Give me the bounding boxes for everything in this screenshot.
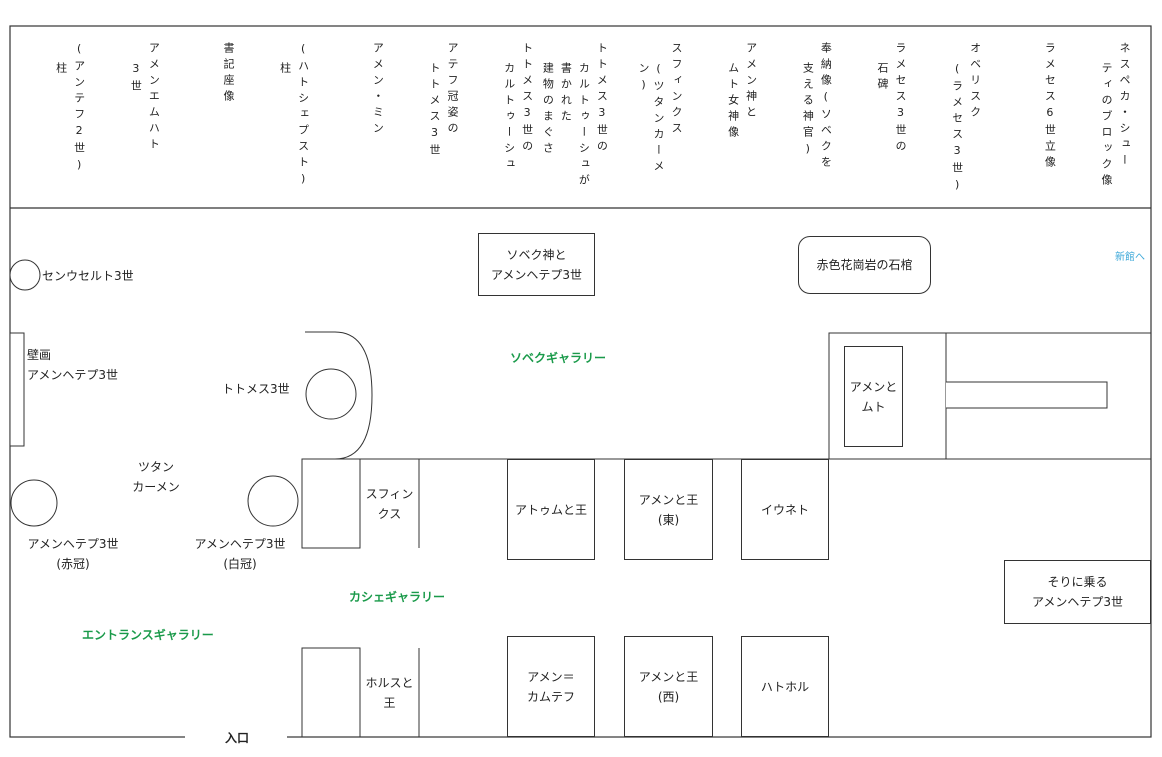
thutmose-statue [305,368,357,420]
top-exhibit-text: カルトゥーシュが [577,62,591,190]
top-exhibit-text: アテフ冠姿の [445,42,459,138]
top-exhibit-text: 支える神官) [801,62,815,160]
right-room-notch [946,381,1108,409]
top-exhibit-9[interactable]: スフィンクス (ツタンカーメン) [617,42,692,202]
top-exhibit-11[interactable]: 奉納像(ソベクを支える神官) [767,42,842,202]
top-exhibit-text: 建物のまぐさ [541,62,555,158]
new-wing-link[interactable]: 新館へ [1115,252,1145,263]
horus-niche [301,647,361,738]
top-exhibit-text: ネスペカ・シュー [1117,42,1131,170]
top-exhibit-text: 書記座像 [221,42,235,106]
top-exhibit-text: (ツタンカーメン) [636,62,665,176]
entrance-gallery-label: エントランスギャラリー [82,628,214,642]
top-exhibit-7[interactable]: トトメス3世のカルトゥーシュ [468,42,543,202]
senusret-statue [9,259,41,291]
amenhotep-sled-exhibit[interactable]: そりに乗る アメンヘテプ3世 [1004,560,1151,624]
top-exhibit-text: (ハトシェプスト) [296,42,310,190]
top-exhibit-text: スフィンクス [669,42,683,138]
sobek-gallery-label: ソベクギャラリー [510,351,607,365]
senusret-label: センウセルト3世 [42,269,134,283]
horus-king-label: ホルスと 王 [365,676,414,710]
top-exhibit-text: ムト女神像 [726,62,740,142]
amun-king-west-exhibit[interactable]: アメンと王 (西) [624,636,713,737]
hathor-exhibit[interactable]: ハトホル [741,636,829,737]
amenhotep-red-statue [10,479,58,527]
top-exhibit-text: ラメセス3世の [893,42,907,156]
entrance-label: 入口 [221,729,254,746]
top-exhibit-text: 3世 [129,62,143,96]
mural-wall [9,332,25,447]
top-exhibit-15[interactable]: ネスペカ・シューティのブロック像 [1065,42,1140,202]
amun-kamutef-exhibit[interactable]: アメン＝ カムテフ [507,636,595,737]
sphinx-label: スフィン クス [365,487,414,521]
top-exhibit-text: ティのブロック像 [1099,62,1113,190]
amun-king-east-exhibit[interactable]: アメンと王 (東) [624,459,713,560]
kashe-gallery-label: カシェギャラリー [349,590,446,604]
top-exhibit-text: カルトゥーシュ [502,62,516,174]
top-exhibit-text: 奉納像(ソベクを [819,42,833,172]
amenhotep-white-statue [247,475,299,527]
top-exhibit-text: トトメス3世の [520,42,534,156]
sobek-amenhotep-exhibit[interactable]: ソベク神と アメンヘテプ3世 [478,233,595,296]
mural-label: 壁画 アメンヘテプ3世 [27,348,119,382]
top-exhibit-text: 柱 [278,62,292,78]
top-exhibit-text: トトメス3世の [595,42,609,156]
top-exhibit-1[interactable]: (アンテフ2世) 柱 [20,42,95,202]
top-exhibit-text: 柱 [54,62,68,78]
top-exhibit-6[interactable]: アテフ冠姿のトトメス3世 [393,42,468,202]
amun-mut-exhibit[interactable]: アメンと ムト [844,346,903,447]
atum-king-exhibit[interactable]: アトゥムと王 [507,459,595,560]
iuneti-exhibit[interactable]: イウネト [741,459,829,560]
top-exhibit-text: アメン神と [744,42,758,122]
top-exhibit-8[interactable]: トトメス3世のカルトゥーシュが書かれた建物のまぐさ [541,42,618,202]
amenhotep-white-label: アメンヘテプ3世 (白冠) [194,537,286,571]
thutmose-alcove [305,331,373,460]
top-exhibit-text: 書かれた [559,62,573,126]
sphinx-niche [301,458,361,549]
top-exhibit-5[interactable]: アメン・ミン [319,42,394,202]
top-exhibit-text: トトメス3世 [427,62,441,160]
top-exhibit-12[interactable]: ラメセス3世の石碑 [841,42,916,202]
tutankhamun-label: ツタン カーメン [132,460,180,494]
top-exhibit-text: (アンテフ2世) [72,42,86,176]
top-exhibit-text: アメン・ミン [371,42,385,138]
top-exhibit-4[interactable]: (ハトシェプスト) 柱 [244,42,319,202]
top-exhibit-text: 石碑 [875,62,889,94]
top-exhibit-10[interactable]: アメン神とムト女神像 [692,42,767,202]
top-exhibit-text: (ラメセス3世) [950,62,964,196]
top-exhibit-text: ラメセス6世立像 [1043,42,1057,172]
amenhotep-red-label: アメンヘテプ3世 (赤冠) [27,537,119,571]
top-exhibit-14[interactable]: ラメセス6世立像 [991,42,1066,202]
top-exhibit-text: アメンエムハト [147,42,161,154]
top-exhibit-13[interactable]: オベリスク (ラメセス3世) [916,42,991,202]
sarcophagus-exhibit[interactable]: 赤色花崗岩の石棺 [798,236,931,294]
right-room-wall [828,332,1151,459]
top-exhibit-text: オベリスク [968,42,982,122]
top-exhibit-3[interactable]: 書記座像 [169,42,244,202]
top-exhibit-2[interactable]: アメンエムハト 3世 [95,42,170,202]
thutmose-label: トトメス3世 [222,382,290,396]
